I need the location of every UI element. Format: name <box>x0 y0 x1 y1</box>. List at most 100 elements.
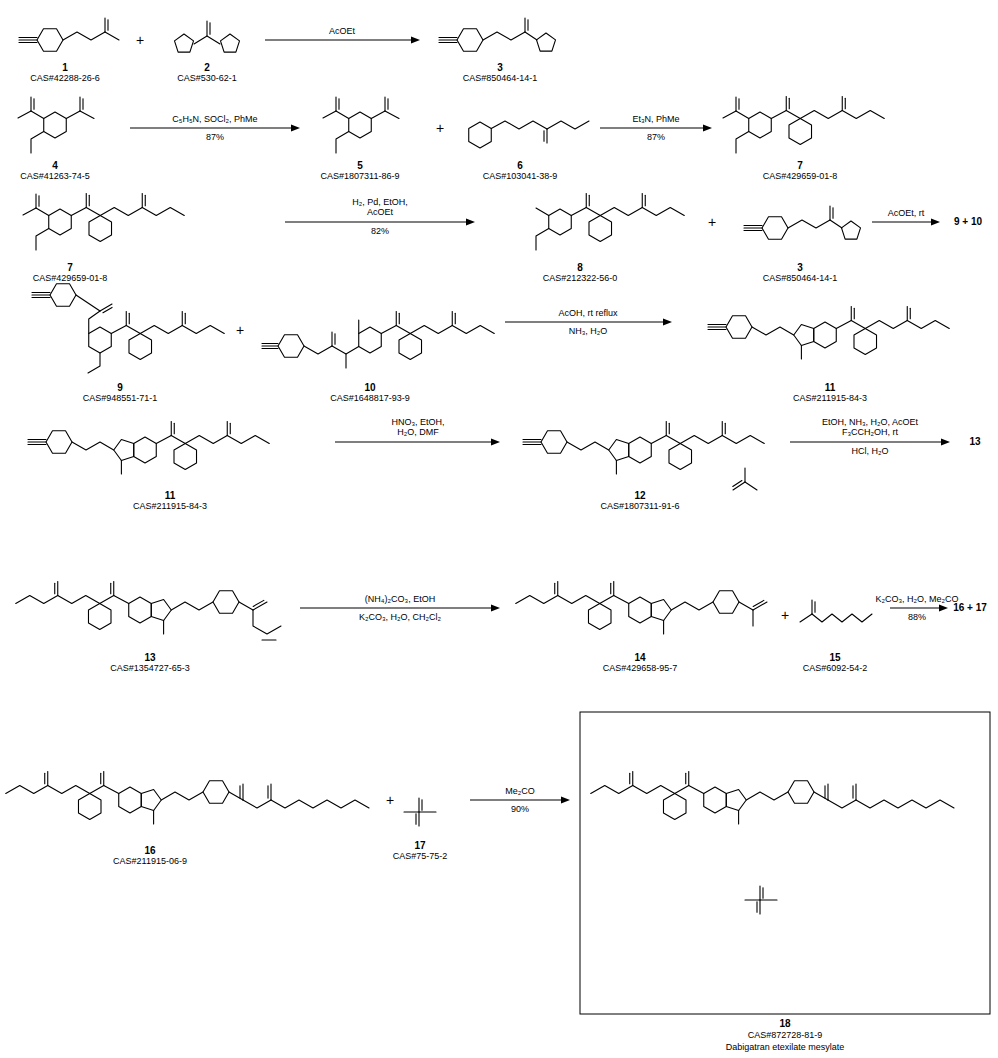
arrow-head <box>703 125 712 132</box>
bond-line <box>708 324 726 325</box>
cas-number: CAS#42288-26-6 <box>30 73 100 83</box>
bond-line <box>126 326 140 334</box>
bond-line <box>46 431 72 454</box>
bond-line <box>28 439 46 440</box>
bond-line <box>704 787 727 813</box>
bond-line <box>63 32 105 40</box>
cas-number: CAS#850464-14-1 <box>463 73 538 83</box>
bond-line <box>733 482 745 490</box>
bond-line <box>722 436 764 444</box>
bond-line <box>527 20 528 31</box>
bond-line <box>736 111 749 119</box>
reagent-text: 88% <box>908 612 926 622</box>
bond-line <box>129 313 130 324</box>
compound-name: Dabigatran etexilate mesylate <box>726 1042 845 1052</box>
bond-line <box>171 436 185 444</box>
bond-line <box>336 132 349 154</box>
compound-number: 2 <box>204 62 210 74</box>
bond-line <box>452 312 453 326</box>
plus-sign: + <box>781 607 789 623</box>
bond-line <box>384 97 385 111</box>
bond-line <box>54 583 55 594</box>
compound-number: 15 <box>829 652 840 664</box>
bond-line <box>114 596 129 604</box>
reagent-text: AcOEt, rt <box>888 208 925 218</box>
bond-line <box>76 295 100 311</box>
bond-line <box>814 792 828 800</box>
bond-line <box>629 597 652 623</box>
bond-line <box>745 899 777 900</box>
bond-line <box>399 313 400 324</box>
bond-line <box>58 596 100 604</box>
bond-line <box>33 99 34 110</box>
bond-line <box>669 423 670 434</box>
bond-line <box>736 132 749 154</box>
bond-line <box>749 112 772 138</box>
compound-number: 4 <box>52 160 58 172</box>
bond-line <box>733 480 742 486</box>
bond-line <box>842 97 843 111</box>
bond-line <box>708 326 726 327</box>
bond-line <box>32 297 50 298</box>
bond-line <box>262 639 276 640</box>
bond-line <box>278 335 304 358</box>
bond-line <box>182 312 183 326</box>
bond-line <box>771 111 786 119</box>
plus-sign: + <box>236 322 244 338</box>
molecule-sketch <box>18 97 94 153</box>
molecule-sketch <box>23 194 184 251</box>
bond-line <box>814 322 837 348</box>
bond-line <box>82 99 83 110</box>
bond-line <box>100 773 101 784</box>
bond-line <box>811 600 812 614</box>
bond-line <box>107 20 108 31</box>
cas-number: CAS#429658-95-7 <box>603 663 678 673</box>
cas-number: CAS#1807311-91-6 <box>601 501 680 511</box>
bond-line <box>439 42 457 43</box>
reaction-arrow <box>890 607 942 608</box>
molecule-sketch <box>28 422 269 475</box>
arrow-head <box>291 125 300 132</box>
molecule-sketch <box>536 194 684 251</box>
bond-line <box>126 312 127 326</box>
compound-number: 3 <box>797 262 803 274</box>
bond-line <box>523 441 541 442</box>
bond-line <box>536 208 549 216</box>
plus-sign: + <box>386 792 394 808</box>
bond-line <box>404 811 436 812</box>
bond-line <box>851 307 852 321</box>
bond-line <box>557 582 558 596</box>
reagent-text: K₂CO₃, H₂O, CH₂Cl₂ <box>359 612 441 622</box>
bond-line <box>23 208 36 215</box>
bond-line <box>907 307 908 321</box>
bond-line <box>359 327 382 353</box>
arrow-head <box>663 319 672 326</box>
bond-line <box>685 773 686 784</box>
molecule-sketch <box>262 312 494 369</box>
bond-line <box>371 111 385 119</box>
molecule-sketch <box>591 772 954 825</box>
compound-number: 11 <box>825 382 836 394</box>
bond-line <box>746 792 788 800</box>
bond-line <box>829 206 830 220</box>
bond-line <box>589 195 590 206</box>
bond-line <box>336 111 349 119</box>
cas-number: CAS#1354727-65-3 <box>110 663 190 673</box>
bond-line <box>163 621 164 635</box>
bond-line <box>48 786 90 794</box>
bond-line <box>439 37 457 38</box>
bond-line <box>267 786 268 798</box>
bond-line <box>828 800 856 808</box>
compound-number: 8 <box>577 262 583 274</box>
compound-number: 17 <box>414 840 425 852</box>
bond-line <box>708 329 726 330</box>
bond-line <box>865 321 907 329</box>
bond-line <box>558 596 600 604</box>
bond-line <box>567 442 609 450</box>
bond-line <box>523 444 541 445</box>
arrow-head <box>411 37 420 44</box>
bond-line <box>262 345 278 346</box>
bond-line <box>253 600 264 606</box>
bond-line <box>851 321 865 329</box>
compound-number: 5 <box>357 160 363 172</box>
